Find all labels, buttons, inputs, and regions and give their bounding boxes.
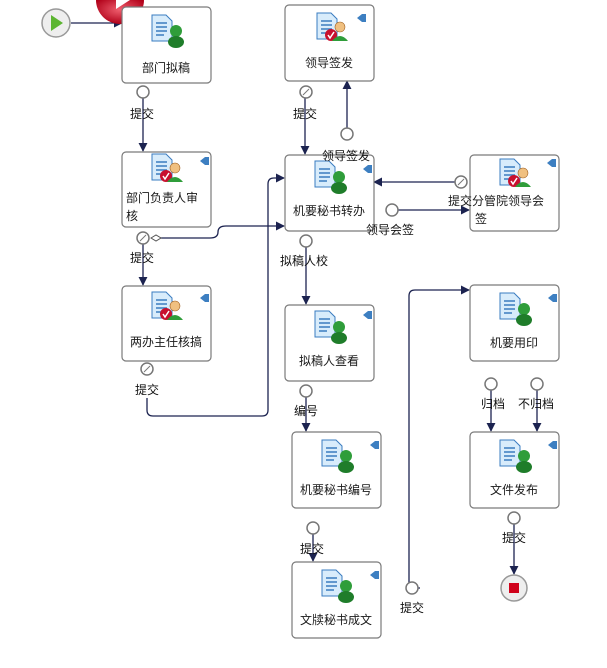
edge-label: 归档 — [481, 397, 505, 411]
svg-text:文件发布: 文件发布 — [490, 482, 538, 497]
edge-label: 提交 — [130, 106, 154, 121]
svg-text:机要秘书编号: 机要秘书编号 — [300, 482, 372, 497]
svg-text:机要秘书转办: 机要秘书转办 — [293, 203, 365, 218]
edge-e3 — [146, 173, 285, 417]
node-nigaoren-chakan[interactable]: 拟稿人查看 — [284, 304, 375, 382]
edges — [71, 18, 542, 589]
end-event[interactable] — [500, 574, 528, 602]
node-jiyao-yongyin[interactable]: 机要用印 — [469, 284, 560, 362]
edge-label: 提交 — [502, 530, 526, 545]
edge-label: 编号 — [294, 403, 318, 418]
ports — [136, 85, 544, 595]
edge-n3-n4 — [160, 221, 285, 239]
edge-label: 领导会签 — [366, 222, 414, 237]
start-event[interactable] — [41, 8, 71, 38]
node-jiyao-mishu-bianhao[interactable]: 机要秘书编号 — [291, 431, 382, 509]
edge-label: 不归档 — [518, 397, 554, 411]
edge-label: 提交 — [135, 382, 159, 397]
node-wendu-mishu-chengwen[interactable]: 文牍秘书成文 — [291, 561, 382, 639]
play-icon — [51, 15, 63, 31]
svg-text:签: 签 — [475, 211, 487, 226]
edge-label: 提交 — [293, 106, 317, 121]
edge-label: 领导签发 — [322, 148, 370, 163]
node-liangban-zhuren-hegao[interactable]: 两办主任核搞 — [121, 285, 212, 362]
node-fenguan-lingdao-huiqian[interactable]: 提交分管院领导会 签 — [448, 154, 560, 232]
edge-e10 — [408, 285, 470, 589]
svg-text:核: 核 — [126, 209, 138, 223]
svg-text:提交分管院领导会: 提交分管院领导会 — [448, 193, 544, 208]
svg-text:领导签发: 领导签发 — [305, 55, 353, 70]
edge-label: 提交 — [130, 250, 154, 265]
stop-icon — [509, 583, 519, 593]
node-lingdao-qianfa[interactable]: 领导签发 — [284, 4, 375, 82]
svg-text:文牍秘书成文: 文牍秘书成文 — [300, 612, 372, 627]
node-jiyao-mishu-zhuanban[interactable]: 机要秘书转办 — [284, 154, 375, 232]
svg-text:机要用印: 机要用印 — [490, 336, 538, 350]
edge-label: 提交 — [400, 600, 424, 615]
svg-text:部门拟稿: 部门拟稿 — [142, 60, 190, 75]
svg-text:部门负责人审: 部门负责人审 — [126, 190, 198, 205]
edge-labels: 提交 提交 提交 提交 领导签发 领导会签 拟稿人校 编号 提交 提交 归档 不… — [130, 106, 554, 615]
svg-text:拟稿人查看: 拟稿人查看 — [299, 353, 359, 368]
node-bumen-nigao[interactable]: 部门拟稿 — [121, 6, 212, 84]
node-bumen-fuzeren-shenhe[interactable]: 部门负责人审 核 — [121, 151, 212, 228]
node-wenjian-fabu[interactable]: 文件发布 — [469, 431, 560, 509]
edge-label: 提交 — [300, 541, 324, 556]
edge-label: 拟稿人校 — [280, 253, 328, 268]
svg-text:两办主任核搞: 两办主任核搞 — [130, 334, 202, 349]
